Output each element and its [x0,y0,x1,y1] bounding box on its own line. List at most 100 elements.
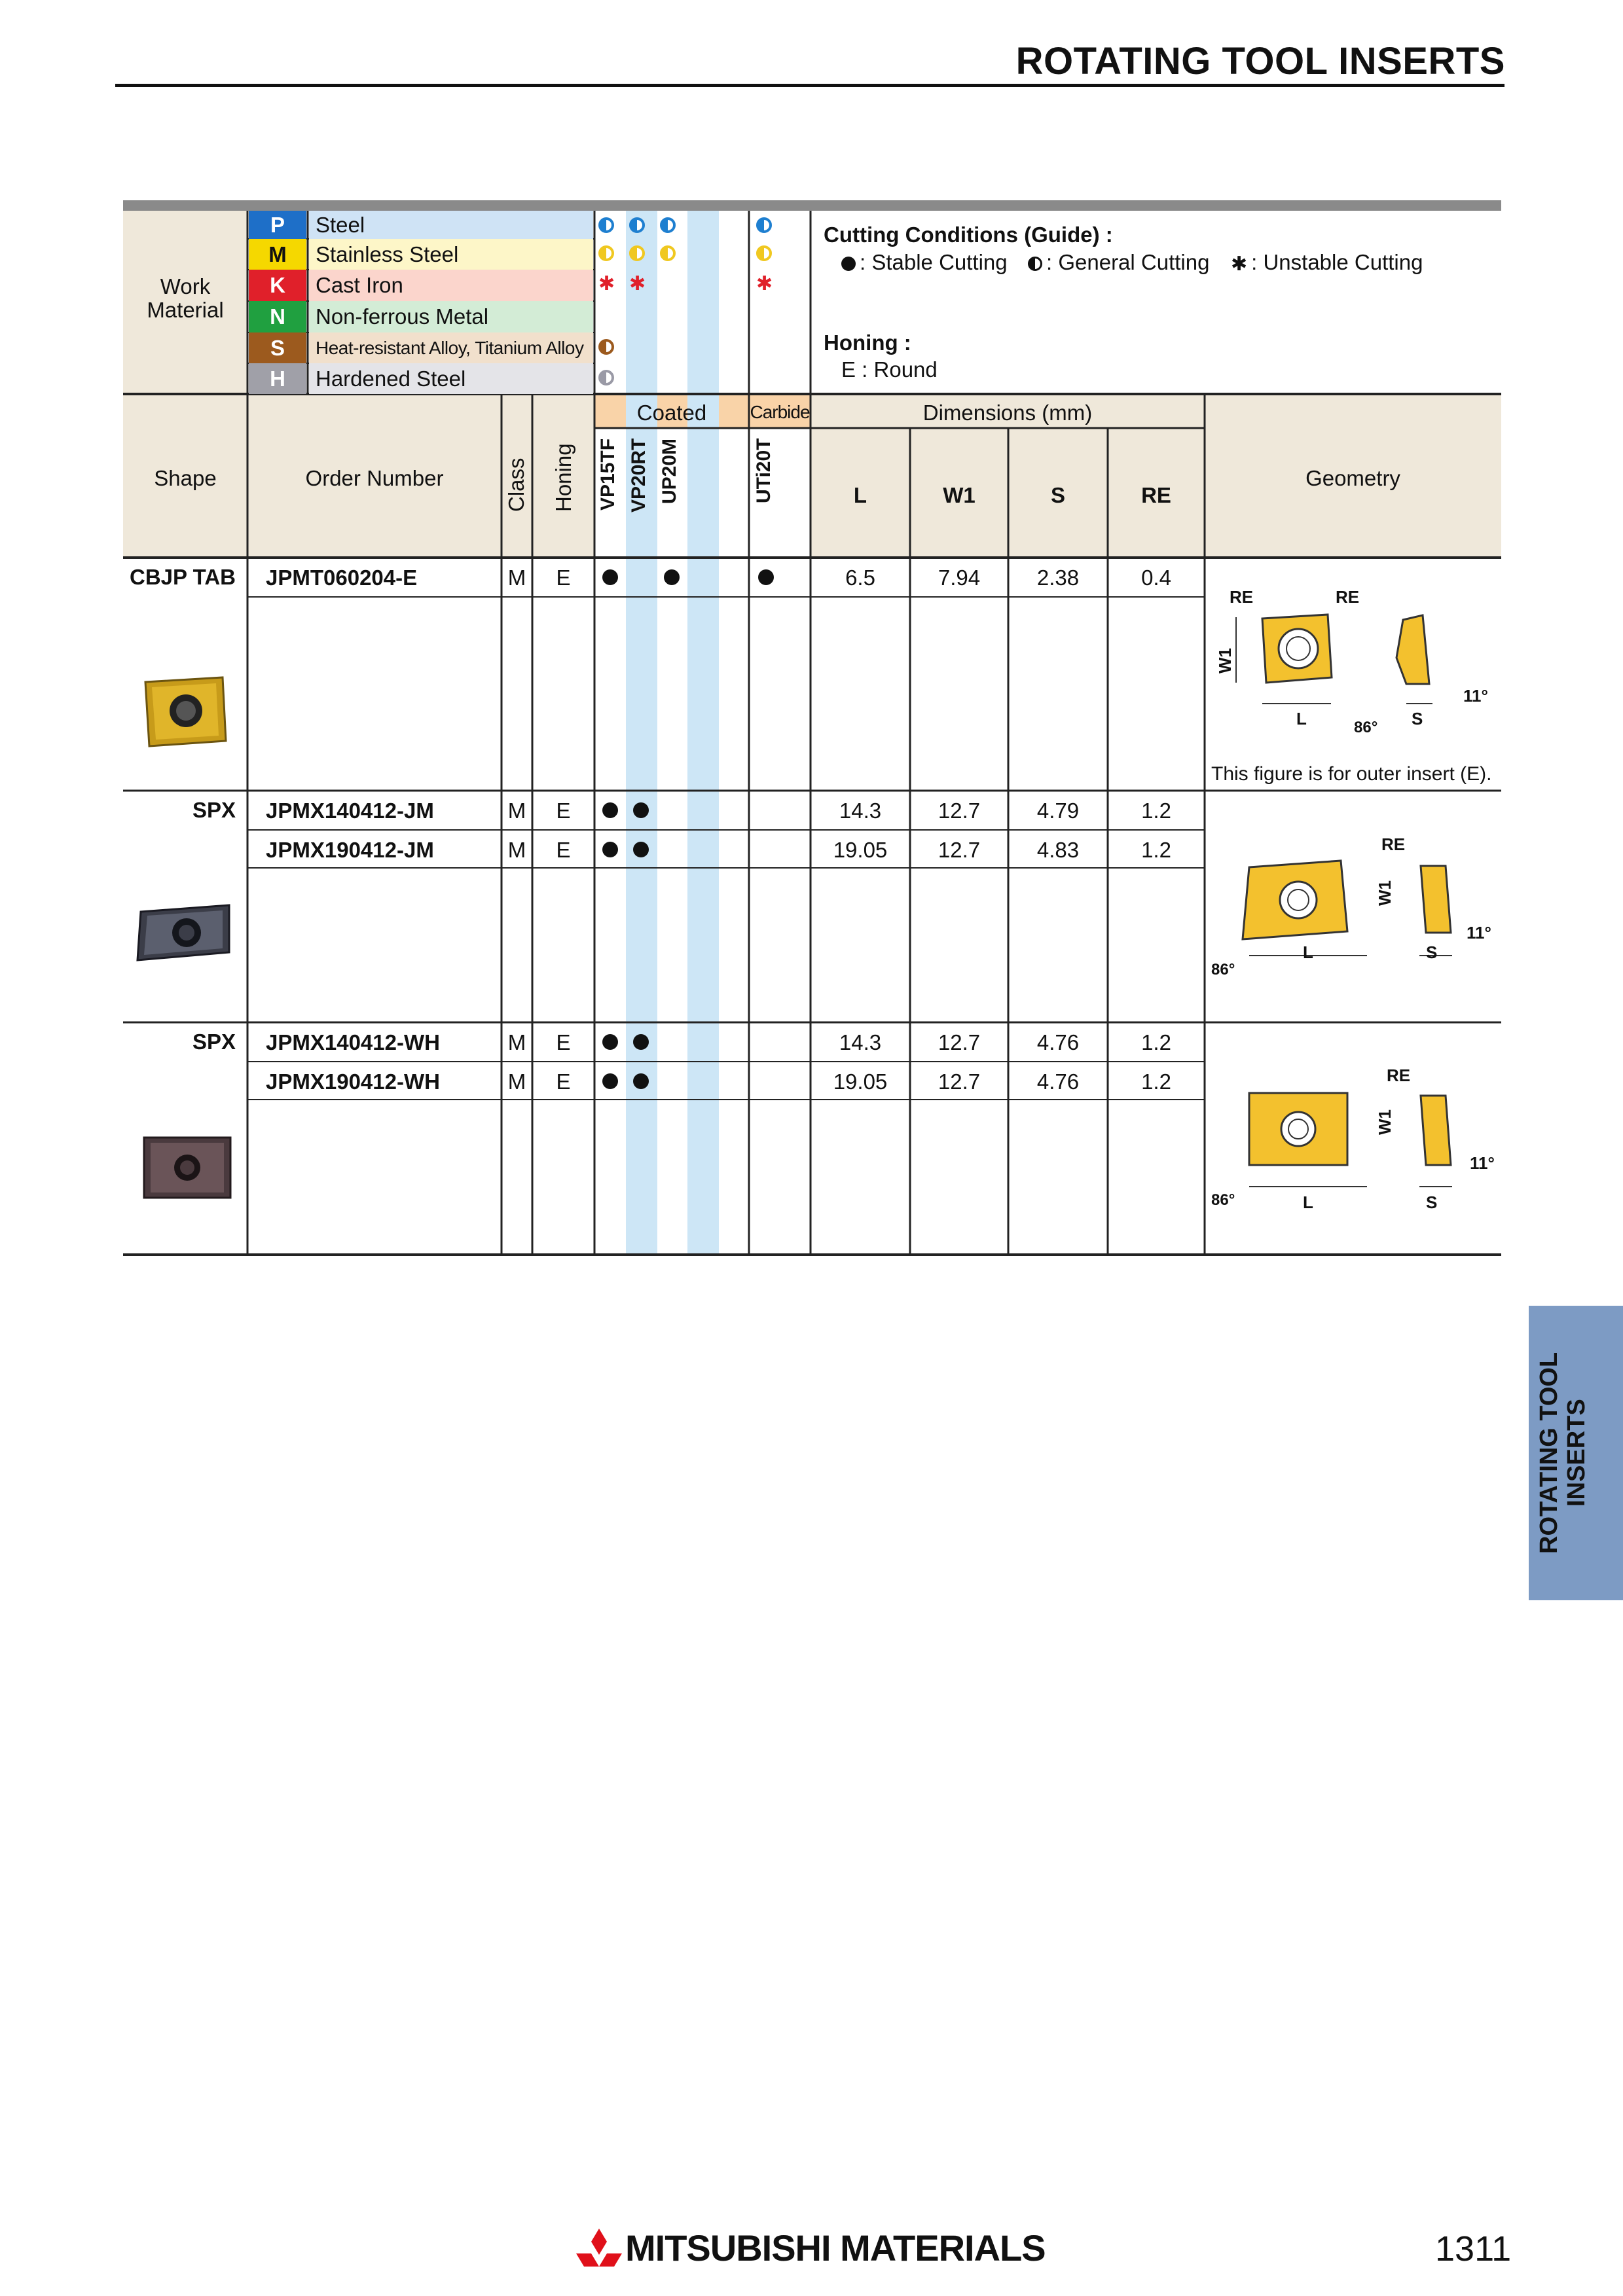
order-number: JPMX190412-JM [266,838,434,862]
order-number: JPMX140412-WH [266,1030,440,1054]
spx-jm-insert-photo [136,904,230,961]
cbjp-re-label-2: RE [1336,587,1360,607]
col-carbide: Carbide [750,402,810,422]
honing-value: E [556,565,571,590]
spx-wh-w1-label: W1 [1375,1109,1395,1135]
general-cutting-icon [756,245,772,261]
dim-re-value: 0.4 [1141,565,1171,590]
mitsubishi-logo-icon [576,2229,622,2267]
cbjp-geometry-drawing [1235,613,1432,704]
honing-value: E [556,798,571,823]
class-value: M [507,1069,526,1094]
side-tab-label: ROTATING TOOL INSERTS [1535,1352,1590,1554]
order-number: JPMT060204-E [266,565,418,590]
work-material-name: Hardened Steel [309,363,593,394]
work-material-name: Cast Iron [309,270,593,301]
cbjp-s-label: S [1412,709,1423,728]
work-material-name: Heat-resistant Alloy, Titanium Alloy [309,332,593,363]
unstable-star-icon: ✱ [629,273,646,295]
spx-wh-s-label: S [1426,1193,1438,1212]
general-cutting-icon [756,217,772,233]
cbjp-geometry-note: This figure is for outer insert (E). [1211,763,1492,785]
dim-l-value: 6.5 [845,565,875,590]
col-dimensions: Dimensions (mm) [922,401,1093,425]
dim-l-value: 14.3 [839,798,882,823]
work-material-name: Steel [309,211,593,239]
order-number: JPMX190412-WH [266,1069,440,1094]
stable-cutting-dot-icon [633,1034,649,1050]
spx-jm-11-label: 11° [1467,923,1491,942]
honing-value: E [556,1069,571,1094]
grade-vp15tf: VP15TF [597,439,619,511]
spx-wh-l-label: L [1303,1193,1313,1212]
col-class: Class [504,457,528,512]
honing-value: E [556,838,571,862]
stable-cutting-dot-icon [633,802,649,818]
general-cutting-icon [598,217,614,233]
general-cutting-icon [598,370,614,386]
general-cutting-icon [629,245,645,261]
dim-s-value: 2.38 [1036,565,1080,590]
honing-title: Honing : [824,331,911,355]
unstable-star-icon: ✱ [756,273,773,295]
work-material-code: H [249,363,306,394]
spx-jm-l-label: L [1303,942,1313,962]
legend-general: : General Cutting [1028,250,1209,275]
dim-w1: W1 [943,483,976,507]
dim-re: RE [1141,483,1171,507]
general-cutting-icon [660,217,676,233]
cbjp-insert-photo [144,676,227,747]
col-honing: Honing [551,443,575,512]
footer-brand: MITSUBISHI MATERIALS [625,2227,1046,2269]
col-geometry: Geometry [1305,466,1400,490]
unstable-star-icon: ✱ [1231,253,1248,275]
dim-s: S [1050,483,1065,507]
work-material-name: Non-ferrous Metal [309,301,593,332]
title-rule [115,84,1504,87]
general-cutting-icon [660,245,676,261]
dim-re-value: 1.2 [1141,1069,1171,1094]
dim-w1-value: 12.7 [938,1069,981,1094]
shape-label: SPX [192,1030,236,1054]
legend-stable: : Stable Cutting [841,250,1008,275]
dim-w1-value: 12.7 [938,798,981,823]
dim-re-value: 1.2 [1141,798,1171,823]
col-order-number: Order Number [305,466,444,490]
stable-cutting-dot-icon [758,569,774,585]
work-material-code: K [249,270,306,301]
spx-wh-geometry-drawing [1248,1092,1452,1187]
stable-cutting-dot-icon [633,1073,649,1089]
dim-s-value: 4.83 [1036,838,1080,862]
work-material-label: Work Material [147,274,224,322]
cbjp-w1-label: W1 [1215,648,1235,673]
spx-jm-re-label: RE [1381,834,1406,854]
cbjp-11-label: 11° [1463,686,1488,706]
dim-l-value: 19.05 [833,838,888,862]
class-value: M [507,838,526,862]
cutting-conditions-title: Cutting Conditions (Guide) : [824,223,1113,247]
grade-uti20t: UTi20T [753,439,775,504]
work-material-code: P [249,211,306,239]
stable-cutting-dot-icon [664,569,680,585]
dim-w1-value: 7.94 [938,565,981,590]
col-shape: Shape [154,466,217,490]
spx-jm-geometry-drawing [1241,859,1452,956]
cbjp-l-label: L [1296,709,1307,728]
dim-l-value: 19.05 [833,1069,888,1094]
section-side-tab[interactable]: ROTATING TOOL INSERTS [1529,1306,1623,1600]
spx-jm-s-label: S [1426,942,1438,962]
general-cutting-icon [629,217,645,233]
work-material-code: N [249,301,306,332]
dim-re-value: 1.2 [1141,1030,1171,1054]
spx-jm-86-label: 86° [1211,961,1235,978]
work-material-name: Stainless Steel [309,239,593,270]
dim-s-value: 4.76 [1036,1030,1080,1054]
cbjp-re-label-1: RE [1230,587,1254,607]
general-cutting-icon [598,339,614,355]
spx-wh-86-label: 86° [1211,1191,1235,1209]
order-number: JPMX140412-JM [266,798,434,823]
spx-wh-11-label: 11° [1470,1153,1495,1173]
work-material-code: M [249,239,306,270]
class-value: M [507,565,526,590]
